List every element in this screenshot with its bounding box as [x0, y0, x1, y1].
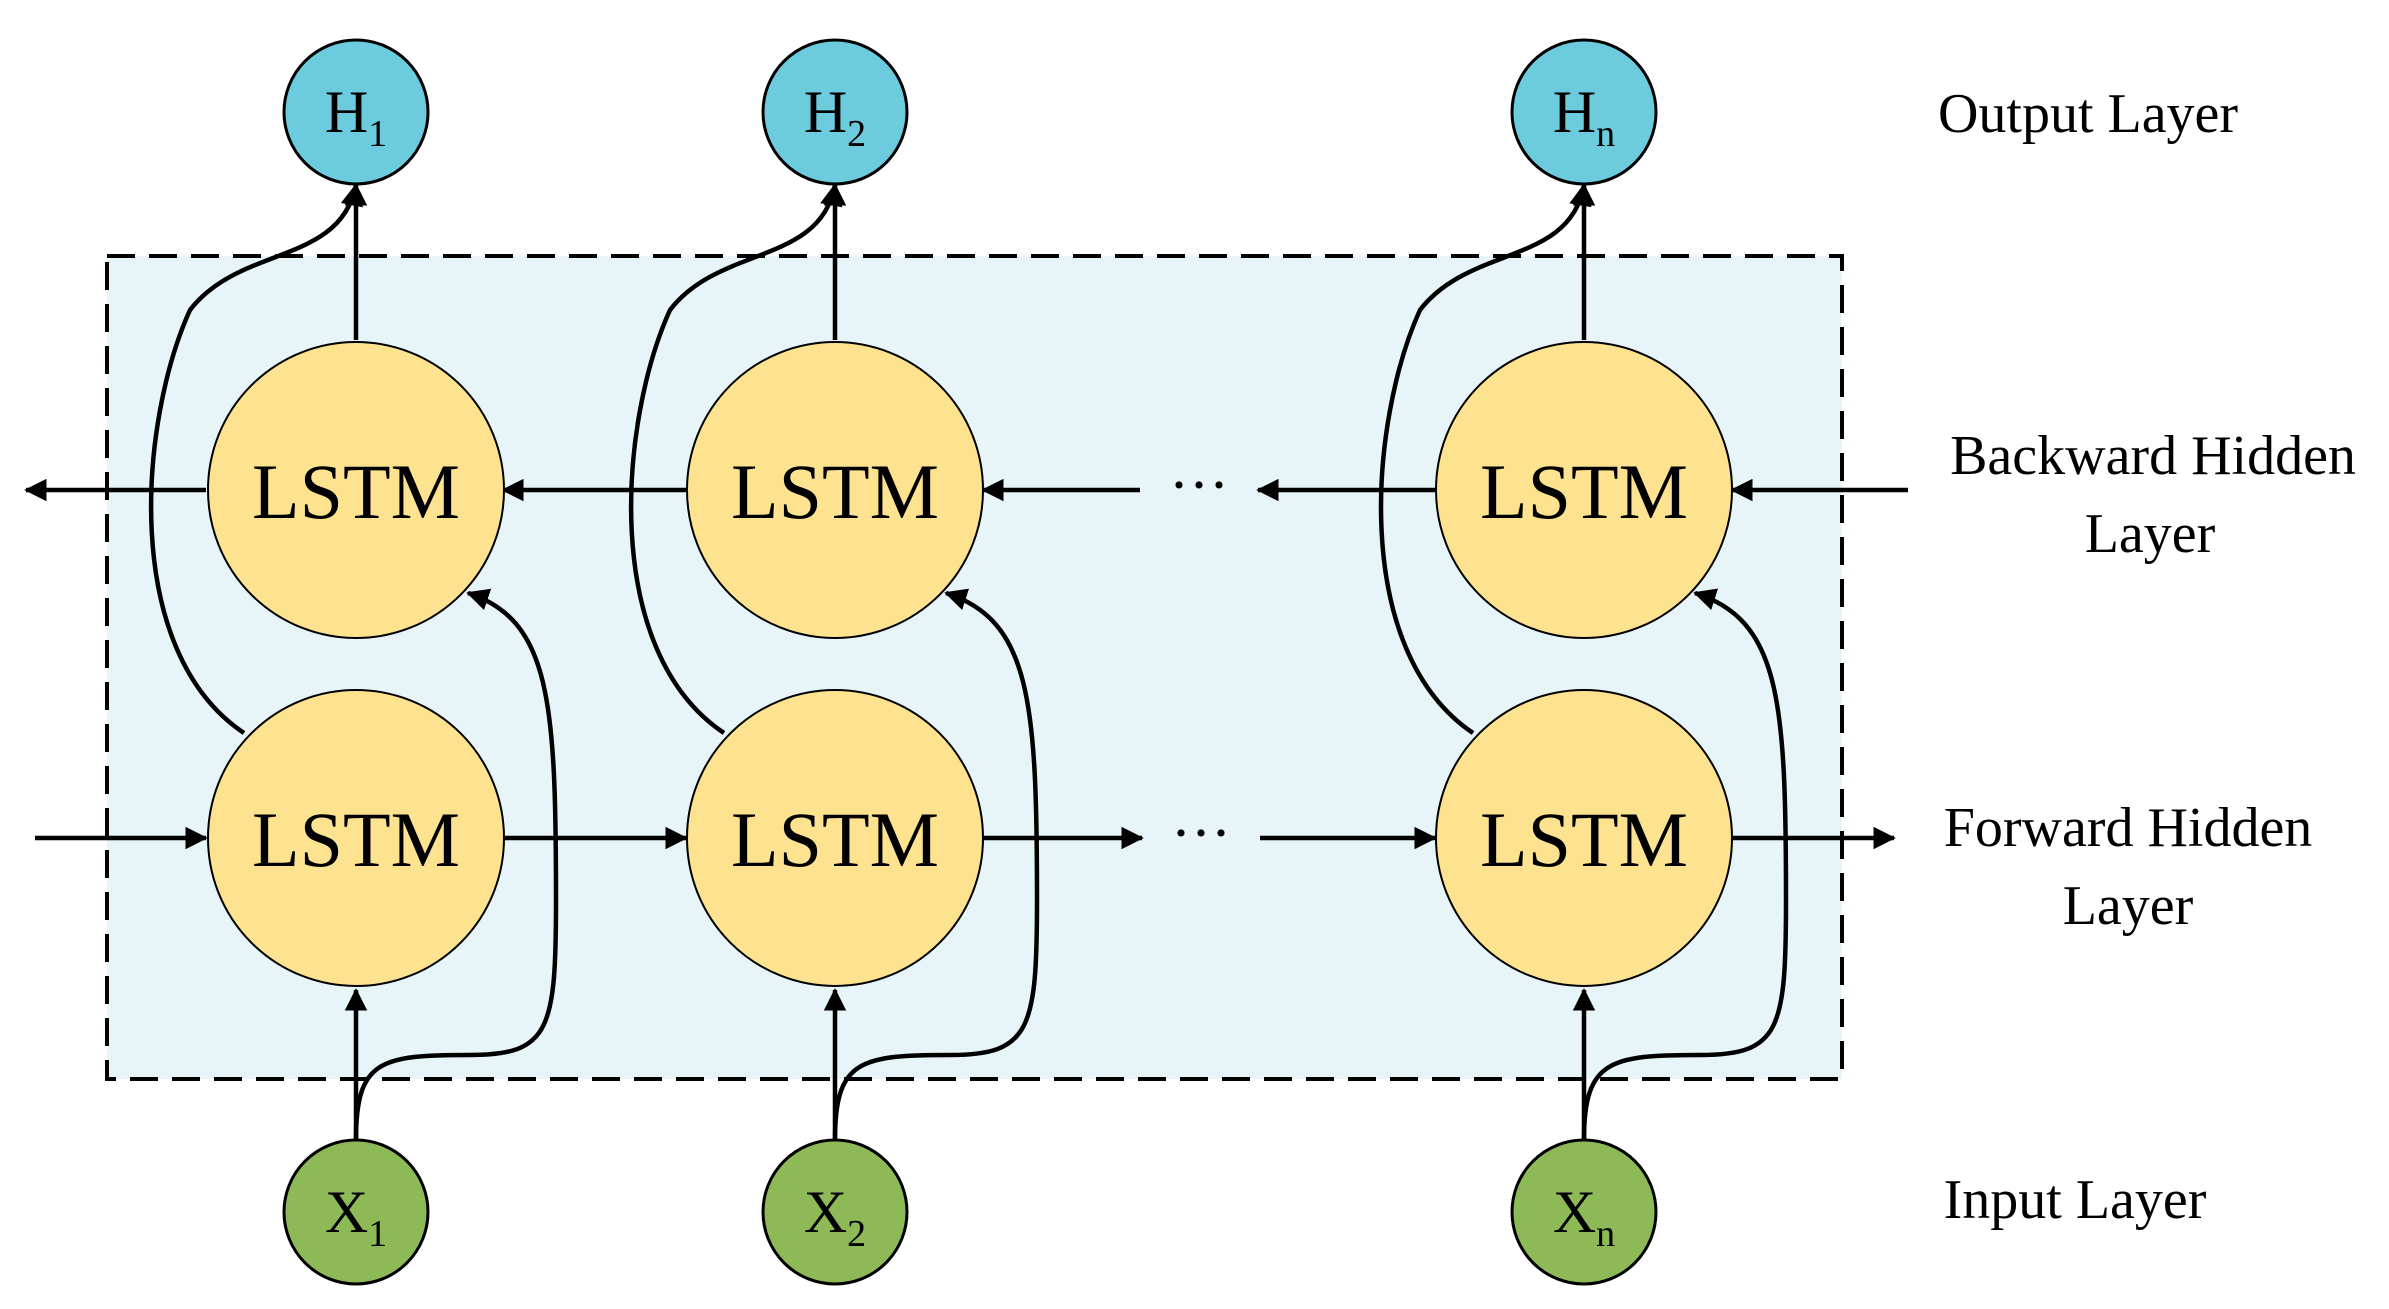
- forward-lstm-2: LSTM: [686, 689, 984, 987]
- input-node-n-sub: n: [1596, 1213, 1615, 1255]
- forward-layer-label-line1: Forward Hidden: [1944, 797, 2313, 859]
- input-node-2-sub: 2: [847, 1213, 866, 1255]
- input-node-1: X1: [282, 1138, 430, 1286]
- output-node-2: H2: [761, 38, 909, 186]
- svg-text:LSTM: LSTM: [731, 796, 939, 883]
- svg-text:LSTM: LSTM: [252, 796, 460, 883]
- output-node-1: H1: [282, 38, 430, 186]
- svg-text:LSTM: LSTM: [731, 448, 939, 535]
- input-node-2: X2: [761, 1138, 909, 1286]
- output-node-1-sub: 1: [368, 113, 387, 155]
- svg-text:LSTM: LSTM: [1480, 448, 1688, 535]
- svg-text:LSTM: LSTM: [1480, 796, 1688, 883]
- output-node-n-base: H: [1553, 79, 1596, 145]
- backward-ellipsis: ···: [1169, 452, 1229, 518]
- svg-text:H2: H2: [804, 79, 866, 155]
- backward-lstm-2: LSTM: [686, 341, 984, 639]
- output-node-1-base: H: [325, 79, 368, 145]
- output-layer-label: Output Layer: [1938, 83, 2238, 145]
- input-node-1-base: X: [325, 1179, 368, 1245]
- output-node-2-base: H: [804, 79, 847, 145]
- input-node-2-base: X: [804, 1179, 847, 1245]
- backward-layer-label-line1: Backward Hidden: [1950, 425, 2356, 487]
- svg-text:Hn: Hn: [1553, 79, 1615, 155]
- backward-lstm-1: LSTM: [207, 341, 505, 639]
- column-n-connections: [1378, 183, 1789, 1141]
- backward-layer-label-line2: Layer: [2085, 503, 2216, 565]
- backward-lstm-n: LSTM: [1435, 341, 1733, 639]
- output-node-n: Hn: [1510, 38, 1658, 186]
- svg-text:Xn: Xn: [1553, 1179, 1615, 1255]
- input-node-n-base: X: [1553, 1179, 1596, 1245]
- input-node-1-sub: 1: [368, 1213, 387, 1255]
- column-1-connections: [148, 183, 559, 1141]
- svg-text:LSTM: LSTM: [252, 448, 460, 535]
- output-node-n-sub: n: [1596, 113, 1615, 155]
- forward-ellipsis: ···: [1171, 800, 1231, 866]
- forward-lstm-n: LSTM: [1435, 689, 1733, 987]
- svg-text:X1: X1: [325, 1179, 387, 1255]
- input-node-n: Xn: [1510, 1138, 1658, 1286]
- forward-lstm-1: LSTM: [207, 689, 505, 987]
- column-2-connections: [628, 183, 1040, 1141]
- output-node-2-sub: 2: [847, 113, 866, 155]
- forward-layer-label-line2: Layer: [2063, 875, 2194, 937]
- svg-text:H1: H1: [325, 79, 387, 155]
- input-layer-label: Input Layer: [1944, 1169, 2207, 1231]
- svg-text:X2: X2: [804, 1179, 866, 1255]
